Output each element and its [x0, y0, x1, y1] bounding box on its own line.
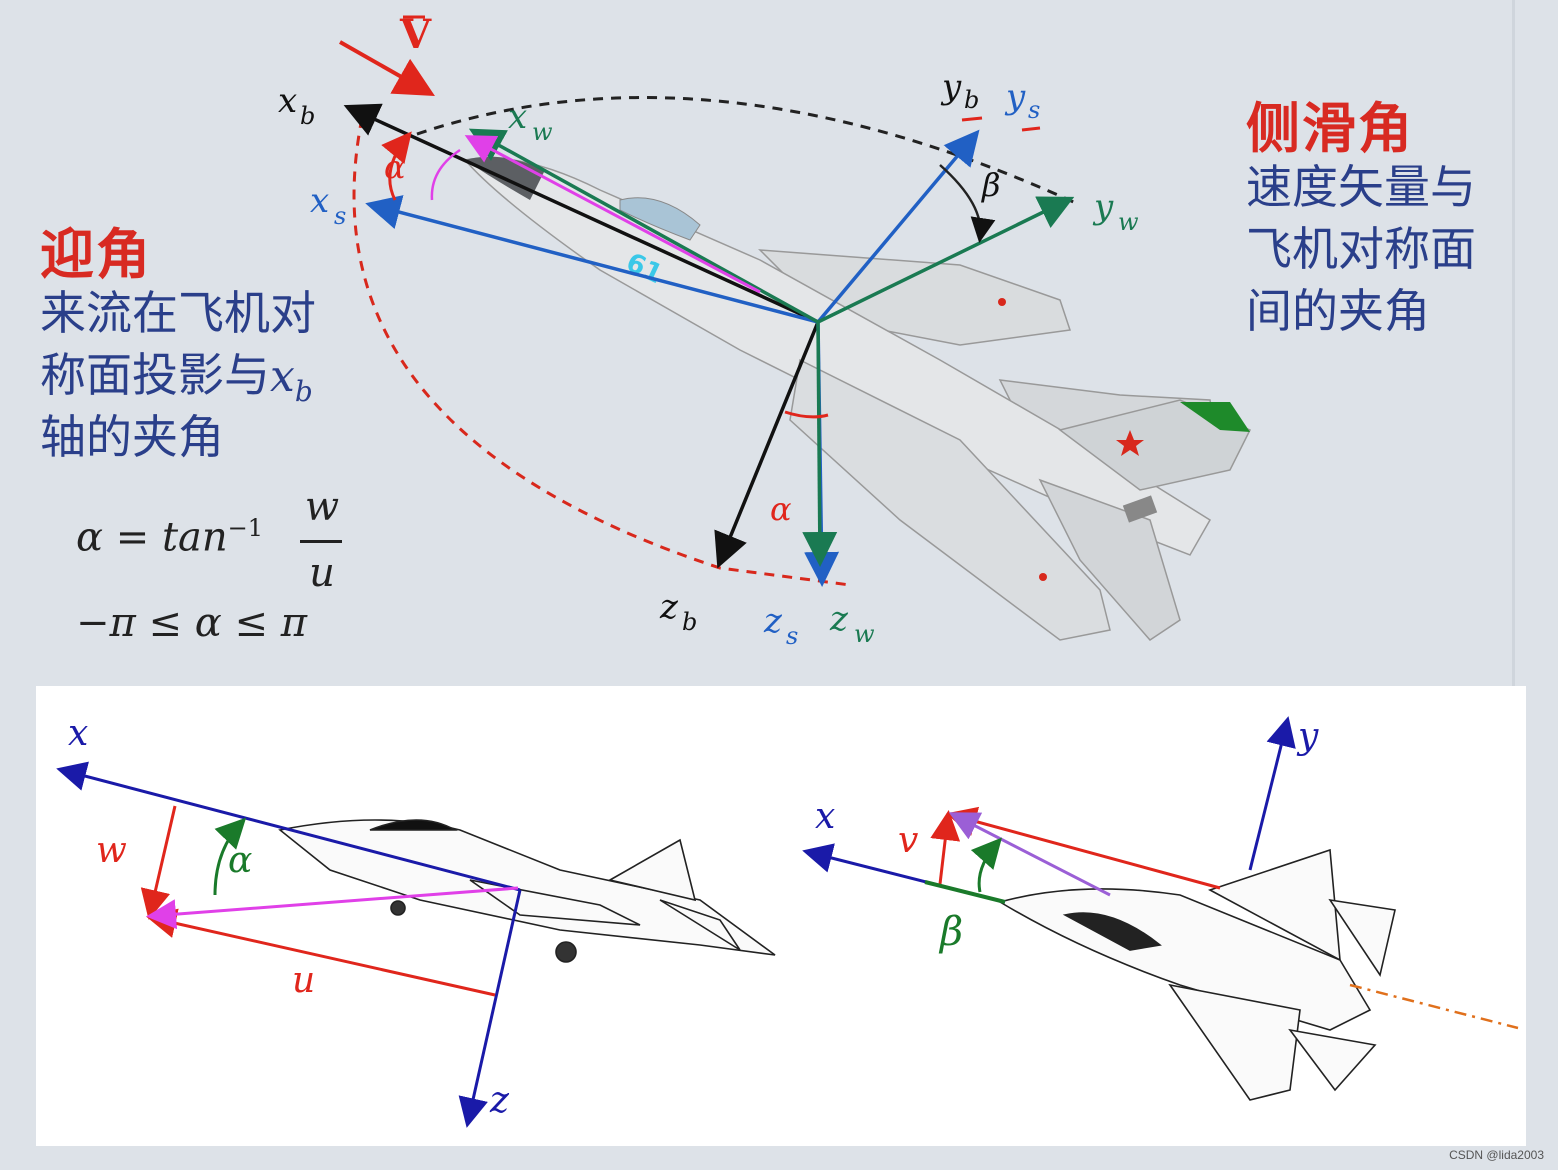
xb-sub: b	[300, 102, 315, 130]
yb-sub: b	[964, 86, 979, 114]
zs-sub: s	[786, 622, 798, 650]
aoa-desc-line-3: 轴的夹角	[40, 410, 224, 464]
w-component-arrow	[140, 805, 177, 920]
velocity-vector-top	[948, 812, 1111, 897]
formula-fraction-bar	[300, 540, 342, 543]
xb-axis	[343, 103, 819, 324]
beta-label-top: β	[981, 166, 1001, 204]
beta-arc-top-view	[970, 837, 1002, 893]
xs-label: x	[310, 181, 329, 221]
source-credit: CSDN @lida2003	[1449, 1148, 1544, 1162]
velocity-vector-side	[146, 886, 519, 930]
w-label: w	[96, 830, 127, 871]
aoa-desc-line-2-text: 称面投影与	[40, 348, 270, 402]
v-component-arrow	[930, 810, 961, 885]
side-view-jet-drawing	[278, 819, 776, 963]
zw-label: z	[829, 599, 849, 639]
zw-axis	[802, 321, 838, 567]
sideslip-desc-line-3: 间的夹角	[1246, 284, 1430, 338]
xb-label: x	[278, 81, 297, 121]
yw-label: y	[1092, 187, 1114, 227]
xw-axis	[468, 128, 819, 324]
right-x-label: x	[815, 796, 835, 837]
sideslip-angle-title: 侧滑角	[1246, 97, 1414, 160]
ys-axis	[816, 129, 980, 324]
zb-label: z	[659, 587, 679, 627]
zb-sub: b	[682, 608, 697, 636]
xs-axis	[365, 195, 819, 324]
alpha-arc-side	[213, 817, 247, 896]
xs-sub: s	[334, 202, 346, 230]
u-component-arrow-top	[946, 806, 1221, 890]
red-dashed-arc	[352, 117, 851, 587]
formula-numerator: w	[304, 484, 340, 530]
beta-label-top-view: β	[938, 909, 963, 955]
right-y-axis	[1248, 716, 1296, 871]
top-view-jet-drawing	[997, 848, 1396, 1101]
aoa-xb-sub: b	[294, 374, 313, 408]
velocity-label: V	[399, 11, 432, 58]
yw-sub: w	[1118, 208, 1139, 236]
top-dashed-arc	[399, 96, 1081, 207]
ys-sub: s	[1028, 96, 1040, 124]
left-x-label: x	[68, 713, 88, 754]
angle-of-attack-title: 迎角	[40, 223, 152, 286]
alpha-arc-top	[381, 131, 412, 201]
formula-lhs: α = tan−1	[76, 514, 263, 560]
green-reference-segment	[924, 880, 1006, 904]
xw-sub: w	[532, 118, 553, 146]
ys-label: y	[1004, 77, 1026, 117]
top-axes-diagram: 61 V x b x w x s y b y s y w z b z s z w	[278, 11, 1252, 650]
u-component-arrow	[146, 908, 496, 997]
xw-label: x	[508, 97, 527, 137]
u-label: u	[292, 960, 315, 1001]
aoa-desc-line-2: 称面投影与xb	[40, 344, 313, 423]
aoa-xb-letter: x	[270, 351, 295, 402]
beta-arc-top	[939, 164, 996, 243]
formula-denominator: u	[309, 550, 335, 596]
v-label: v	[898, 820, 918, 861]
ys-red-mark	[1021, 126, 1041, 132]
aoa-desc-line-1: 来流在飞机对	[40, 286, 316, 340]
alpha-label-top: α	[384, 148, 406, 186]
alpha-label-bottom: α	[770, 490, 792, 528]
alpha-label-side: α	[228, 840, 252, 881]
pink-angle-arc	[430, 148, 461, 201]
centerline-dashed	[1349, 983, 1519, 1030]
velocity-projection-arrow	[464, 135, 761, 294]
aoa-xb-symbol: xb	[270, 351, 313, 408]
formula-lhs-text: α = tan	[76, 514, 228, 561]
yb-label: y	[940, 67, 962, 107]
slide-edge	[1512, 0, 1515, 690]
zw-sub: w	[854, 620, 875, 648]
alpha-arc-bottom	[784, 410, 829, 419]
left-z-axis	[458, 889, 522, 1128]
left-z-label: z	[489, 1080, 510, 1121]
jet-aircraft-illustration	[463, 156, 1252, 641]
zs-label: z	[763, 601, 783, 641]
zb-axis	[714, 321, 820, 569]
yb-red-mark	[961, 116, 983, 122]
left-x-axis	[56, 761, 521, 892]
formula-exponent: −1	[227, 514, 264, 542]
velocity-arrow	[339, 40, 435, 96]
yw-axis	[817, 196, 1075, 324]
sideslip-desc-line-1: 速度矢量与	[1246, 160, 1476, 214]
formula-range: −π ≤ α ≤ π	[76, 600, 307, 646]
right-y-label: y	[1296, 716, 1319, 757]
sideslip-desc-line-2: 飞机对称面	[1246, 222, 1476, 276]
